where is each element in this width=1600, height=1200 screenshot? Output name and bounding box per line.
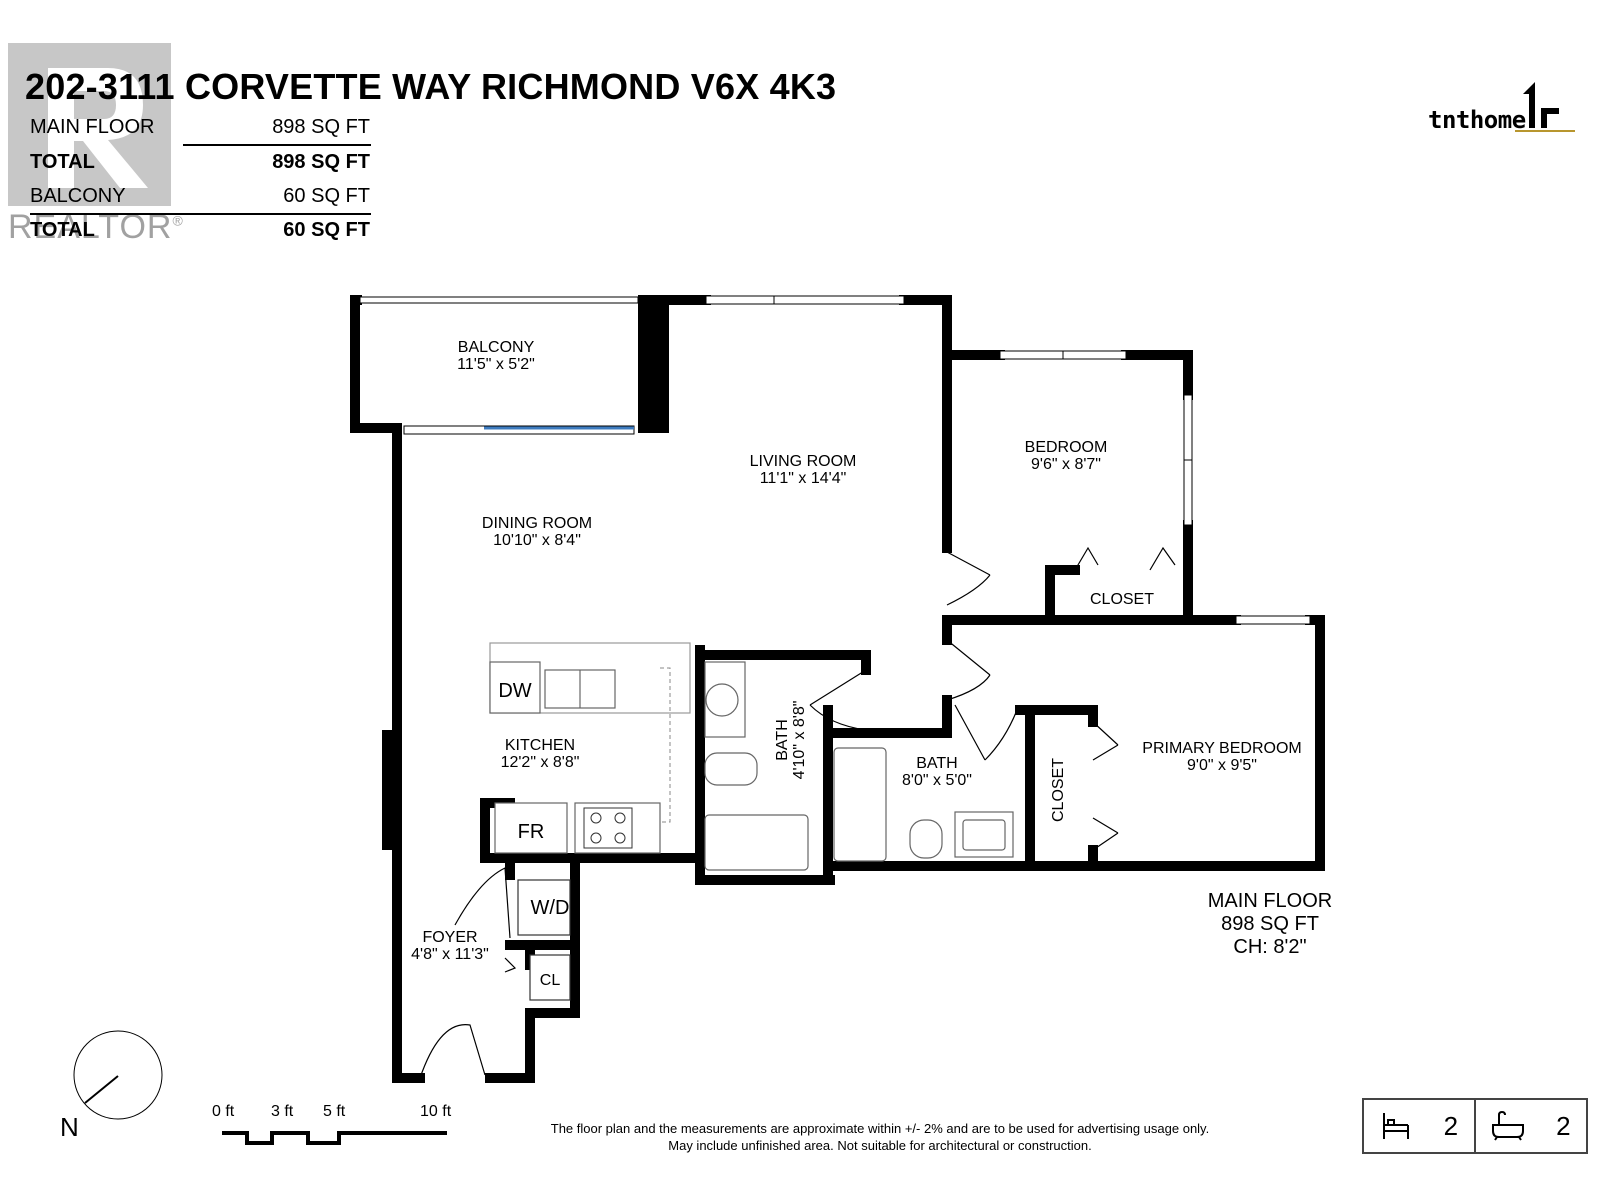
closet-label: CL [540, 972, 561, 989]
room-dims-kitchen: 12'2" x 8'8" [501, 754, 580, 771]
windows [359, 295, 1311, 625]
scale-label: 3 ft [271, 1103, 294, 1120]
room-dims-bath: 8'0" x 5'0" [902, 772, 972, 789]
bedroom-count: 2 [1364, 1100, 1474, 1152]
room-label-foyer: FOYER [422, 929, 477, 946]
area-value: 898 SQ FT [272, 116, 370, 138]
room-dims-bath: 4'10" x 8'8" [791, 701, 808, 780]
compass-needle [84, 1075, 119, 1104]
room-label-balcony: BALCONY [458, 339, 535, 356]
area-divider [183, 144, 371, 146]
room-label-bedroom: BEDROOM [1025, 439, 1108, 456]
brand-logo-text: tnthome [1428, 106, 1526, 134]
realtor-logo-mark [8, 43, 171, 206]
room-label-living-room: LIVING ROOM [750, 453, 857, 470]
room-dims-foyer: 4'8" x 11'3" [411, 946, 489, 963]
room-dims-dining-room: 10'10" x 8'4" [493, 532, 581, 549]
area-row-balcony-total: TOTAL 60 SQ FT [30, 219, 370, 242]
main-floor-name: MAIN FLOOR [1207, 890, 1333, 912]
door-swings [419, 546, 1176, 1079]
room-label-dining-room: DINING ROOM [482, 515, 592, 532]
bath-fixtures [704, 661, 1014, 871]
area-row-main-floor: MAIN FLOOR 898 SQ FT [30, 116, 370, 139]
disclaimer-line: May include unfinished area. Not suitabl… [668, 1138, 1092, 1153]
area-divider [30, 213, 371, 215]
scale-bar [222, 1131, 447, 1145]
scale-label: 10 ft [420, 1103, 452, 1120]
page-title: 202-3111 CORVETTE WAY RICHMOND V6X 4K3 [25, 66, 837, 107]
area-label: BALCONY [30, 185, 126, 207]
fridge-label: FR [518, 821, 545, 843]
dishwasher-label: DW [498, 680, 531, 702]
ceiling-height: CH: 8'2" [1233, 936, 1307, 958]
room-label-primary-bedroom: PRIMARY BEDROOM [1142, 740, 1301, 757]
compass-north-label: N [60, 1112, 79, 1142]
area-row-balcony: BALCONY 60 SQ FT [30, 185, 370, 208]
room-dims-bedroom: 9'6" x 8'7" [1031, 456, 1101, 473]
compass-icon [73, 1030, 163, 1120]
room-label-closet: CLOSET [1090, 591, 1154, 608]
room-label-bath: BATH [916, 755, 957, 772]
kitchen-counters [489, 642, 691, 1001]
area-value: 60 SQ FT [283, 219, 370, 241]
area-label: TOTAL [30, 151, 95, 173]
bed-icon [1382, 1113, 1409, 1139]
structural-column [638, 295, 669, 433]
area-row-total: TOTAL 898 SQ FT [30, 151, 370, 174]
area-label: TOTAL [30, 219, 95, 241]
upper-cabinet [660, 667, 671, 823]
area-value: 60 SQ FT [283, 185, 370, 207]
walls [350, 295, 1325, 1083]
area-label: MAIN FLOOR [30, 116, 155, 138]
washer-dryer-label: W/D [531, 897, 570, 919]
bathroom-count: 2 [1474, 1100, 1586, 1152]
main-floor-summary: MAIN FLOOR 898 SQ FT CH: 8'2" [1190, 890, 1350, 959]
room-dims-balcony: 11'5" x 5'2" [457, 356, 535, 373]
bathtub-icon [1492, 1111, 1525, 1141]
room-label-bath: BATH [774, 719, 791, 760]
cooktop [583, 807, 633, 849]
room-dims-living-room: 11'1" x 14'4" [760, 470, 847, 487]
room-label-kitchen: KITCHEN [505, 737, 575, 754]
room-label-closet: CLOSET [1050, 758, 1067, 822]
disclaimer-line: The floor plan and the measurements are … [550, 1121, 1210, 1136]
scale-label: 0 ft [212, 1103, 235, 1120]
disclaimer: The floor plan and the measurements are … [480, 1120, 1280, 1154]
room-counts: 2 2 [1362, 1098, 1588, 1154]
brand-logo-icon [1515, 82, 1575, 132]
scale-label: 5 ft [323, 1103, 346, 1120]
main-floor-area: 898 SQ FT [1221, 913, 1319, 935]
area-value: 898 SQ FT [272, 151, 370, 173]
room-dims-primary-bedroom: 9'0" x 9'5" [1187, 757, 1257, 774]
